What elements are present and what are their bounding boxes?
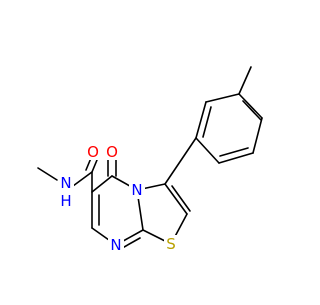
structure-drawing: O O N H N N S (37, 66, 263, 254)
bond-tolyl-methyl (238, 66, 252, 95)
atom-amide-nitrogen: N (60, 174, 71, 192)
bond-tolyl-4-inner (219, 147, 249, 157)
atom-amide-oxygen: O (87, 143, 99, 161)
bond-tolyl-1 (205, 93, 240, 103)
bond-thiazole-c3c2-inner (171, 185, 191, 212)
bonds (37, 66, 263, 252)
bond-tolyl-2 (238, 93, 263, 119)
bond-thiazole-c3c2 (164, 183, 188, 215)
atom-sulfur: S (166, 235, 176, 253)
bond-tolyl-5 (195, 137, 220, 164)
atom-carbonyl-oxygen: O (106, 143, 118, 161)
bond-aryl-thiazole (164, 137, 197, 185)
atom-amide-hydrogen: H (60, 192, 71, 210)
bond-tolyl-4 (218, 152, 254, 164)
bond-tolyl-6-inner (202, 106, 212, 138)
atom-ring-nitrogen-fused: N (131, 181, 142, 199)
bond-amide-co-a (91, 159, 98, 173)
bond-n-methyl (37, 167, 58, 181)
bond-tolyl-6 (195, 101, 207, 139)
atom-labels: O O N H N N S (58, 143, 178, 254)
atom-ring-nitrogen-pyrimidine: N (110, 236, 121, 254)
molecule-canvas: O O N H N N S (37, 66, 263, 254)
bond-amidec-n (72, 171, 93, 187)
bond-tolyl-2-inner (242, 100, 262, 121)
bond-tolyl-3 (252, 117, 263, 154)
bond-pyr-c6c5 (91, 175, 113, 193)
